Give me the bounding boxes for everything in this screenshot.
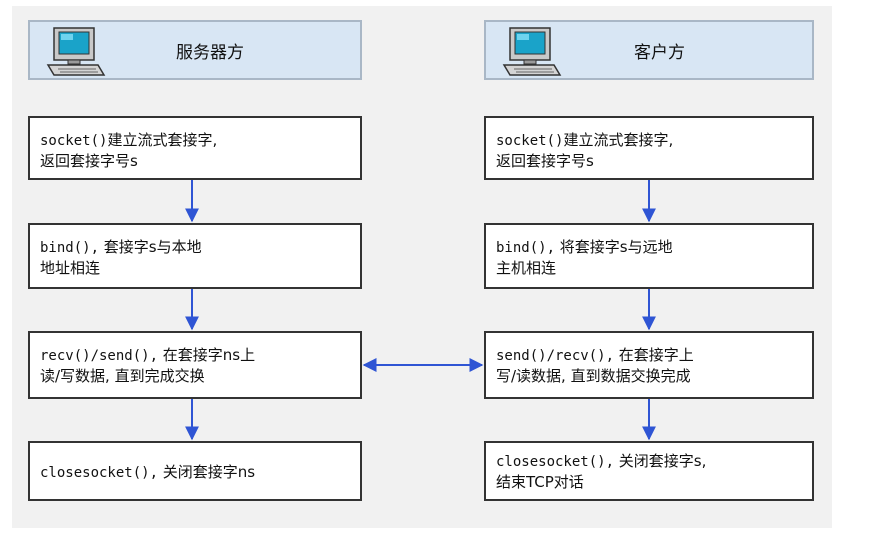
step-text: 地址相连 — [40, 259, 101, 277]
client-header: 客户方 — [484, 20, 814, 80]
server-step-recv-send: recv()/send(), 在套接字ns上 读/写数据, 直到完成交换 — [28, 331, 362, 399]
step-text: 关闭套接字ns — [158, 463, 256, 481]
step-text: 写/读数据, 直到数据交换完成 — [496, 367, 691, 385]
client-step-send-recv: send()/recv(), 在套接字上 写/读数据, 直到数据交换完成 — [484, 331, 814, 399]
step-text: 返回套接字号s — [496, 152, 594, 170]
server-step-closesocket: closesocket(), 关闭套接字ns — [28, 441, 362, 501]
step-text: 套接字s与本地 — [99, 238, 202, 256]
server-step-bind: bind(), 套接字s与本地 地址相连 — [28, 223, 362, 289]
client-step-closesocket: closesocket(), 关闭套接字s, 结束TCP对话 — [484, 441, 814, 501]
step-text: 建立流式套接字, — [563, 131, 674, 149]
client-title: 客户方 — [634, 42, 685, 63]
server-header: 服务器方 — [28, 20, 362, 80]
code-label: recv()/send(), — [40, 348, 159, 364]
step-text: 建立流式套接字, — [107, 131, 218, 149]
server-step-socket: socket()建立流式套接字, 返回套接字号s — [28, 116, 362, 180]
connector-layer — [185, 180, 656, 441]
code-label: socket() — [496, 133, 564, 149]
computer-icon — [46, 27, 106, 76]
step-text: 在套接字ns上 — [158, 346, 256, 364]
step-text: 将套接字s与远地 — [555, 238, 673, 256]
client-step-bind: bind(), 将套接字s与远地 主机相连 — [484, 223, 814, 289]
step-text: 关闭套接字s, — [614, 452, 707, 470]
code-label: bind(), — [40, 240, 100, 256]
code-label: closesocket(), — [496, 454, 615, 470]
computer-icon — [502, 27, 562, 76]
step-text: 返回套接字号s — [40, 152, 138, 170]
step-text: 在套接字上 — [614, 346, 694, 364]
step-text: 主机相连 — [496, 259, 557, 277]
code-label: send()/recv(), — [496, 348, 615, 364]
code-label: bind(), — [496, 240, 556, 256]
server-title: 服务器方 — [176, 42, 244, 63]
step-text: 结束TCP对话 — [496, 473, 584, 491]
diagram-canvas: 服务器方 客户方 socket()建立流式套接字, 返回套接字号s bind()… — [12, 6, 832, 528]
client-step-socket: socket()建立流式套接字, 返回套接字号s — [484, 116, 814, 180]
step-text: 读/写数据, 直到完成交换 — [40, 367, 205, 385]
code-label: socket() — [40, 133, 108, 149]
code-label: closesocket(), — [40, 465, 159, 481]
